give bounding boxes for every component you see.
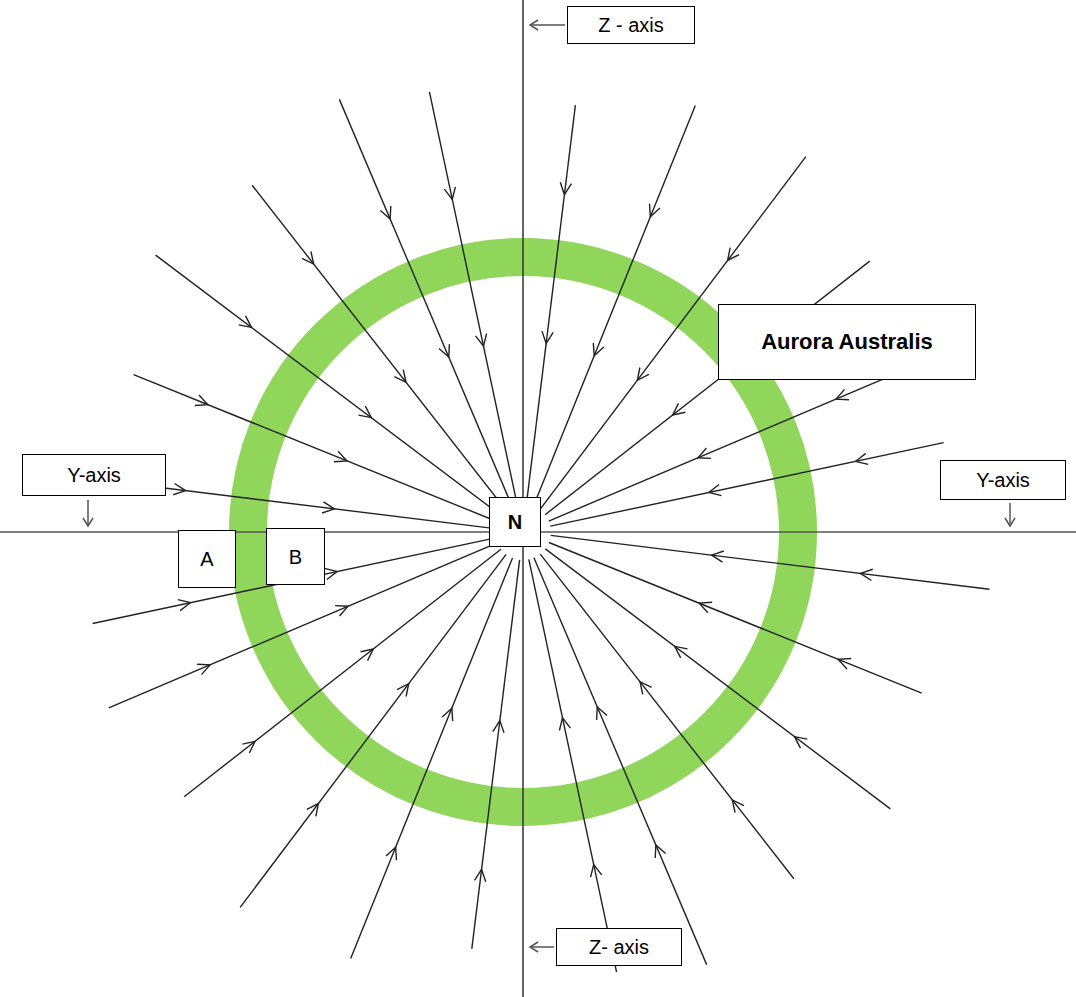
field-line [534,558,707,965]
field-arrowhead [335,606,348,616]
field-line [252,185,506,510]
field-arrowhead [475,869,486,881]
axis-label-box: Y-axis [22,454,166,496]
field-arrowhead [439,344,449,357]
node-text: N [508,510,522,534]
field-arrowhead [699,602,712,612]
leader-line [530,946,554,948]
field-line [551,535,990,589]
field-arrowhead [361,649,374,661]
field-arrowhead [380,206,390,219]
field-arrowhead [242,741,255,753]
field-arrowhead [712,551,724,562]
node-text: Z- axis [589,935,649,959]
node-text: Aurora Australis [761,329,933,355]
callout-box: Aurora Australis [718,304,976,380]
field-arrowhead [476,334,487,347]
field-line [351,558,513,959]
field-line [540,554,794,879]
field-arrowhead [442,708,452,721]
field-arrowhead [655,845,665,858]
field-arrowhead [640,682,652,695]
field-arrowhead [394,370,406,383]
field-line [339,99,512,506]
point-label-box: A [178,530,236,588]
field-line [533,105,695,506]
field-arrowhead [444,187,455,200]
pole-box: N [489,497,541,547]
field-arrowhead [838,659,851,669]
field-line [549,542,922,693]
field-arrowhead [593,343,603,356]
leader-line [530,24,565,26]
field-arrowhead [397,684,409,697]
leader-line [87,500,89,526]
field-arrowhead [673,403,686,415]
field-arrowhead [386,847,396,860]
field-line [472,560,520,949]
axis-label-box: Y-axis [940,460,1066,500]
field-arrowhead [173,484,185,495]
node-text: Y-axis [67,463,121,487]
field-arrowhead [728,248,740,261]
field-line [134,375,497,522]
leader-arrows [83,20,1015,952]
field-arrowhead [542,331,553,343]
leader-line [1009,503,1011,526]
field-arrowhead [559,718,570,731]
field-arrowhead [359,406,372,418]
field-arrowhead [239,316,252,328]
field-arrowhead [836,389,849,399]
field-lines [57,92,990,972]
field-arrowhead [302,251,314,264]
field-line [526,105,575,504]
field-arrowhead [795,737,808,749]
node-text: Z - axis [598,13,664,37]
field-arrowhead [197,664,210,674]
field-line [549,356,937,521]
point-label-box: B [266,528,325,585]
field-arrowhead [698,448,711,458]
field-arrowhead [709,485,722,496]
field-arrowhead [591,865,602,878]
field-arrowhead [325,568,338,579]
node-text: A [200,547,213,571]
node-text: Y-axis [976,468,1030,492]
field-line [545,261,870,515]
field-arrowhead [195,395,208,405]
field-line [156,255,501,515]
field-line [429,92,517,505]
field-line [550,443,943,527]
field-arrowhead [334,451,347,461]
field-arrowhead [178,600,191,611]
field-arrowhead [675,646,688,658]
field-arrowhead [637,368,649,381]
node-text: B [289,545,302,569]
field-arrowhead [493,721,504,733]
field-arrowhead [560,182,571,194]
axis-label-box: Z- axis [556,928,682,966]
field-arrowhead [650,204,660,217]
leader-head [83,518,93,526]
field-arrowhead [322,502,334,513]
leader-head [530,20,538,30]
field-line [545,549,890,809]
axis-label-box: Z - axis [567,6,695,44]
field-arrowhead [307,804,319,817]
field-arrowhead [732,800,744,813]
field-line [529,559,617,972]
field-arrowhead [856,453,869,464]
field-arrowhead [597,707,607,720]
field-arrowhead [860,569,872,580]
field-line [240,554,506,907]
leader-head [530,942,538,952]
leader-head [1005,518,1015,526]
